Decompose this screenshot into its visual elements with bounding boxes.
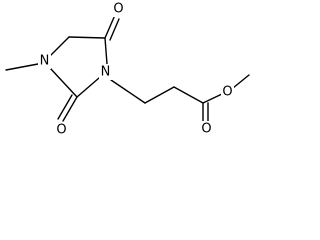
atom-o-ring-bottom-label: O <box>56 123 66 138</box>
atom-n1-label: N <box>40 54 50 69</box>
atom-o-ring-top-label: O <box>113 2 123 17</box>
bond-c2-o-bottom-b <box>57 94 73 120</box>
bond-layer <box>5 14 250 123</box>
atom-o-ester: O <box>221 84 234 100</box>
bond-n1-ch2 <box>49 36 70 57</box>
structure-canvas: N N O O O <box>0 0 252 143</box>
bond-c4-o-top-b <box>109 18 120 41</box>
bond-c2-o-bottom-a <box>62 96 78 122</box>
bond-c2-n1 <box>49 67 78 98</box>
atom-o-carbonyl-label: O <box>201 122 211 137</box>
atom-o-carbonyl: O <box>200 121 213 137</box>
bond-ch2b-c-carbonyl <box>173 86 204 104</box>
atom-n3-label: N <box>101 65 111 80</box>
bond-c4-n3 <box>104 37 108 65</box>
bond-methyl-n1 <box>5 63 39 71</box>
atom-n3: N <box>99 64 112 80</box>
atom-label-layer: N N O O O <box>38 1 234 138</box>
atom-o-ester-label: O <box>222 85 232 100</box>
bond-c4-o-top-a <box>104 14 116 39</box>
bond-ch2a-ch2b <box>144 86 175 104</box>
atom-n1: N <box>38 53 51 69</box>
bond-ch2-c4 <box>68 36 106 39</box>
bond-n3-c2 <box>76 77 100 98</box>
bond-o-methyl <box>232 74 250 89</box>
atom-o-ring-bottom: O <box>55 122 68 138</box>
molecule-diagram: N N O O O <box>5 1 250 138</box>
atom-o-ring-top: O <box>112 1 125 17</box>
bond-c-o-ester <box>202 93 223 104</box>
bond-n3-ch2a <box>110 79 146 104</box>
